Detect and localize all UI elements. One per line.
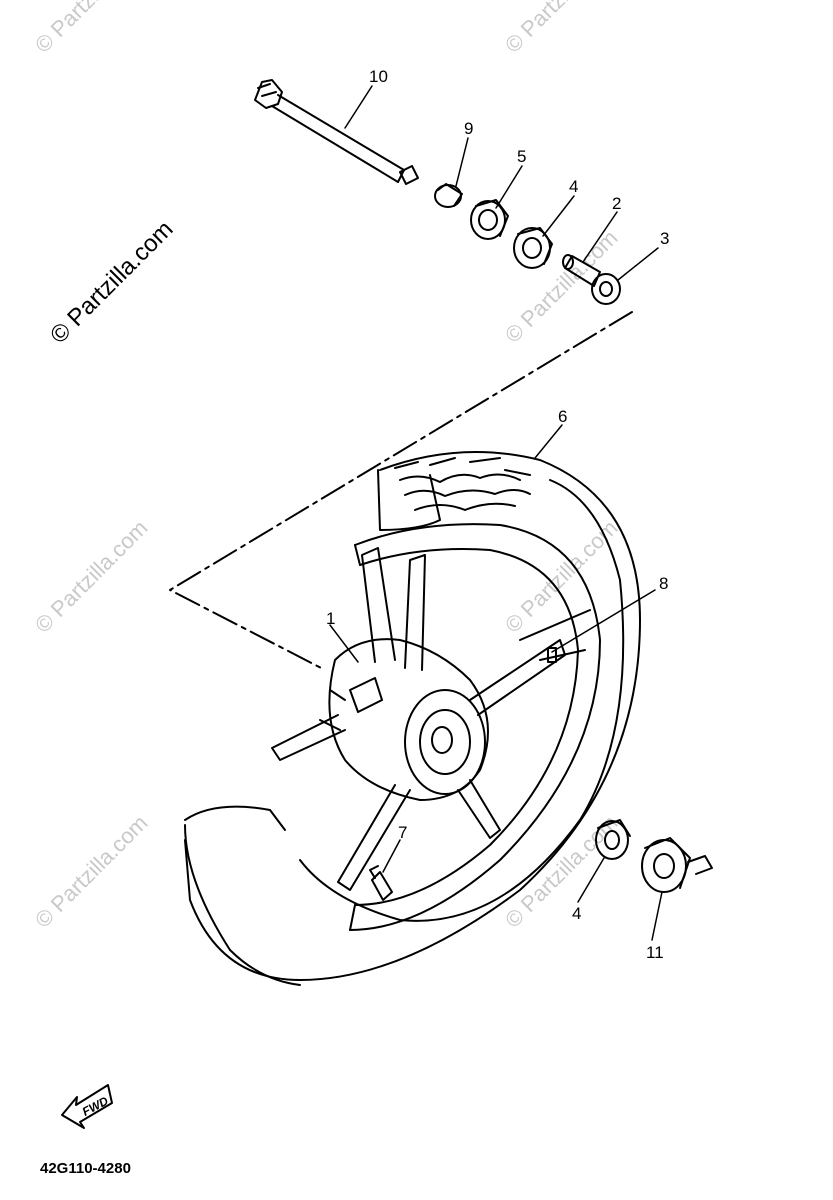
- callout-4-lower: 4: [572, 904, 582, 923]
- leader-lines: [329, 85, 663, 941]
- callout-6: 6: [558, 407, 568, 426]
- callout-1: 1: [326, 609, 336, 628]
- axle-part-10: [254, 79, 419, 185]
- callout-8: 8: [659, 574, 669, 593]
- callout-5: 5: [517, 147, 527, 166]
- rim: [349, 523, 601, 931]
- callout-3: 3: [660, 229, 670, 248]
- callout-11: 11: [646, 943, 664, 962]
- callout-9: 9: [464, 119, 474, 138]
- spacer-part-2: [562, 254, 601, 287]
- spokes: [271, 547, 566, 891]
- hub-part-1: [319, 638, 489, 801]
- fwd-label: FWD: [80, 1094, 111, 1119]
- gear-unit-part-11: [641, 837, 713, 893]
- fwd-arrow-icon: [61, 1084, 113, 1129]
- valve-part-7: [369, 865, 393, 901]
- callout-4-upper: 4: [569, 177, 579, 196]
- collar-part-9: [434, 183, 463, 208]
- diagram-part-number: 42G110-4280: [40, 1160, 131, 1177]
- callout-7: 7: [398, 823, 408, 842]
- seal-part-5: [470, 199, 509, 240]
- assembly-dash-line: [169, 311, 633, 671]
- callout-10: 10: [369, 67, 388, 86]
- bearing-part-4-upper: [513, 227, 553, 269]
- flange-part-3: [591, 273, 621, 305]
- tire-part-6: [184, 451, 641, 986]
- bearing-part-4-lower: [595, 819, 631, 860]
- callout-2: 2: [612, 194, 622, 213]
